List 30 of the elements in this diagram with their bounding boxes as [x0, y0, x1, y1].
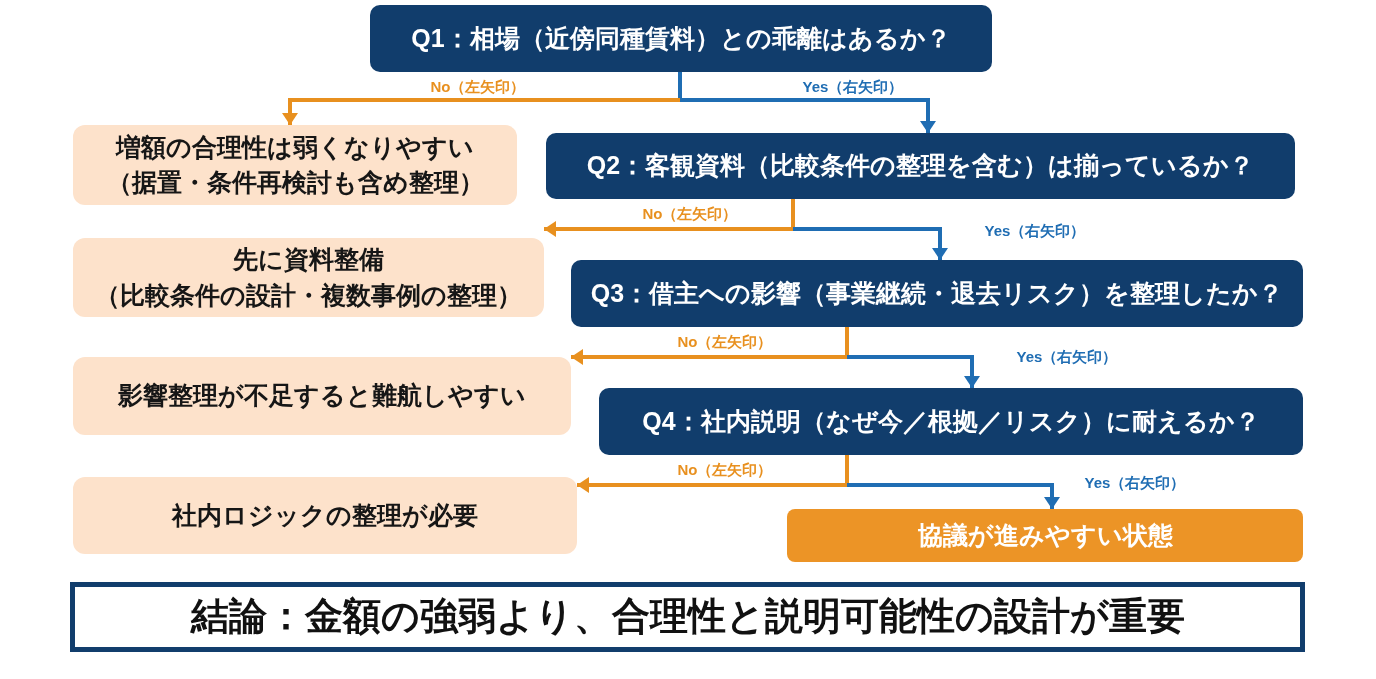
question-text: Q1：相場（近傍同種賃料）との乖離はあるか？ — [411, 22, 951, 54]
arrow — [577, 479, 847, 491]
outcome-text: 協議が進みやすい状態 — [917, 519, 1173, 551]
arrow — [544, 223, 793, 235]
question-box — [546, 133, 1295, 199]
result-box — [73, 238, 544, 317]
arrow — [793, 227, 946, 260]
question-text: Q3：借主への影響（事業継続・退去リスク）を整理したか？ — [590, 277, 1284, 309]
result-text: 先に資料整備 — [233, 244, 384, 275]
outcome-box — [787, 509, 1303, 562]
result-text: 増額の合理性は弱くなりやすい — [116, 131, 474, 163]
result-text: （据置・条件再検討も含め整理） — [106, 167, 484, 198]
conclusion-box — [70, 582, 1305, 652]
result-text: 社内ロジックの整理が必要 — [172, 499, 478, 531]
arrow — [847, 355, 978, 388]
result-box — [73, 357, 571, 435]
conclusion-text: 結論：金額の強弱より、合理性と説明可能性の設計が重要 — [190, 594, 1185, 639]
arrow — [284, 98, 680, 125]
arrow — [847, 483, 1058, 509]
question-text: Q2：客観資料（比較条件の整理を含む）は揃っているか？ — [586, 150, 1255, 182]
result-box — [73, 477, 577, 554]
question-box — [599, 388, 1303, 455]
result-text: 影響整理が不足すると難航しやすい — [118, 380, 526, 412]
arrow — [680, 98, 934, 133]
question-text: Q4：社内説明（なぜ今／根拠／リスク）に耐えるか？ — [642, 405, 1260, 437]
result-box — [73, 125, 517, 205]
question-box — [370, 5, 992, 72]
arrow — [571, 351, 847, 363]
result-text: （比較条件の設計・複数事例の整理） — [95, 279, 522, 311]
question-box — [571, 260, 1303, 327]
